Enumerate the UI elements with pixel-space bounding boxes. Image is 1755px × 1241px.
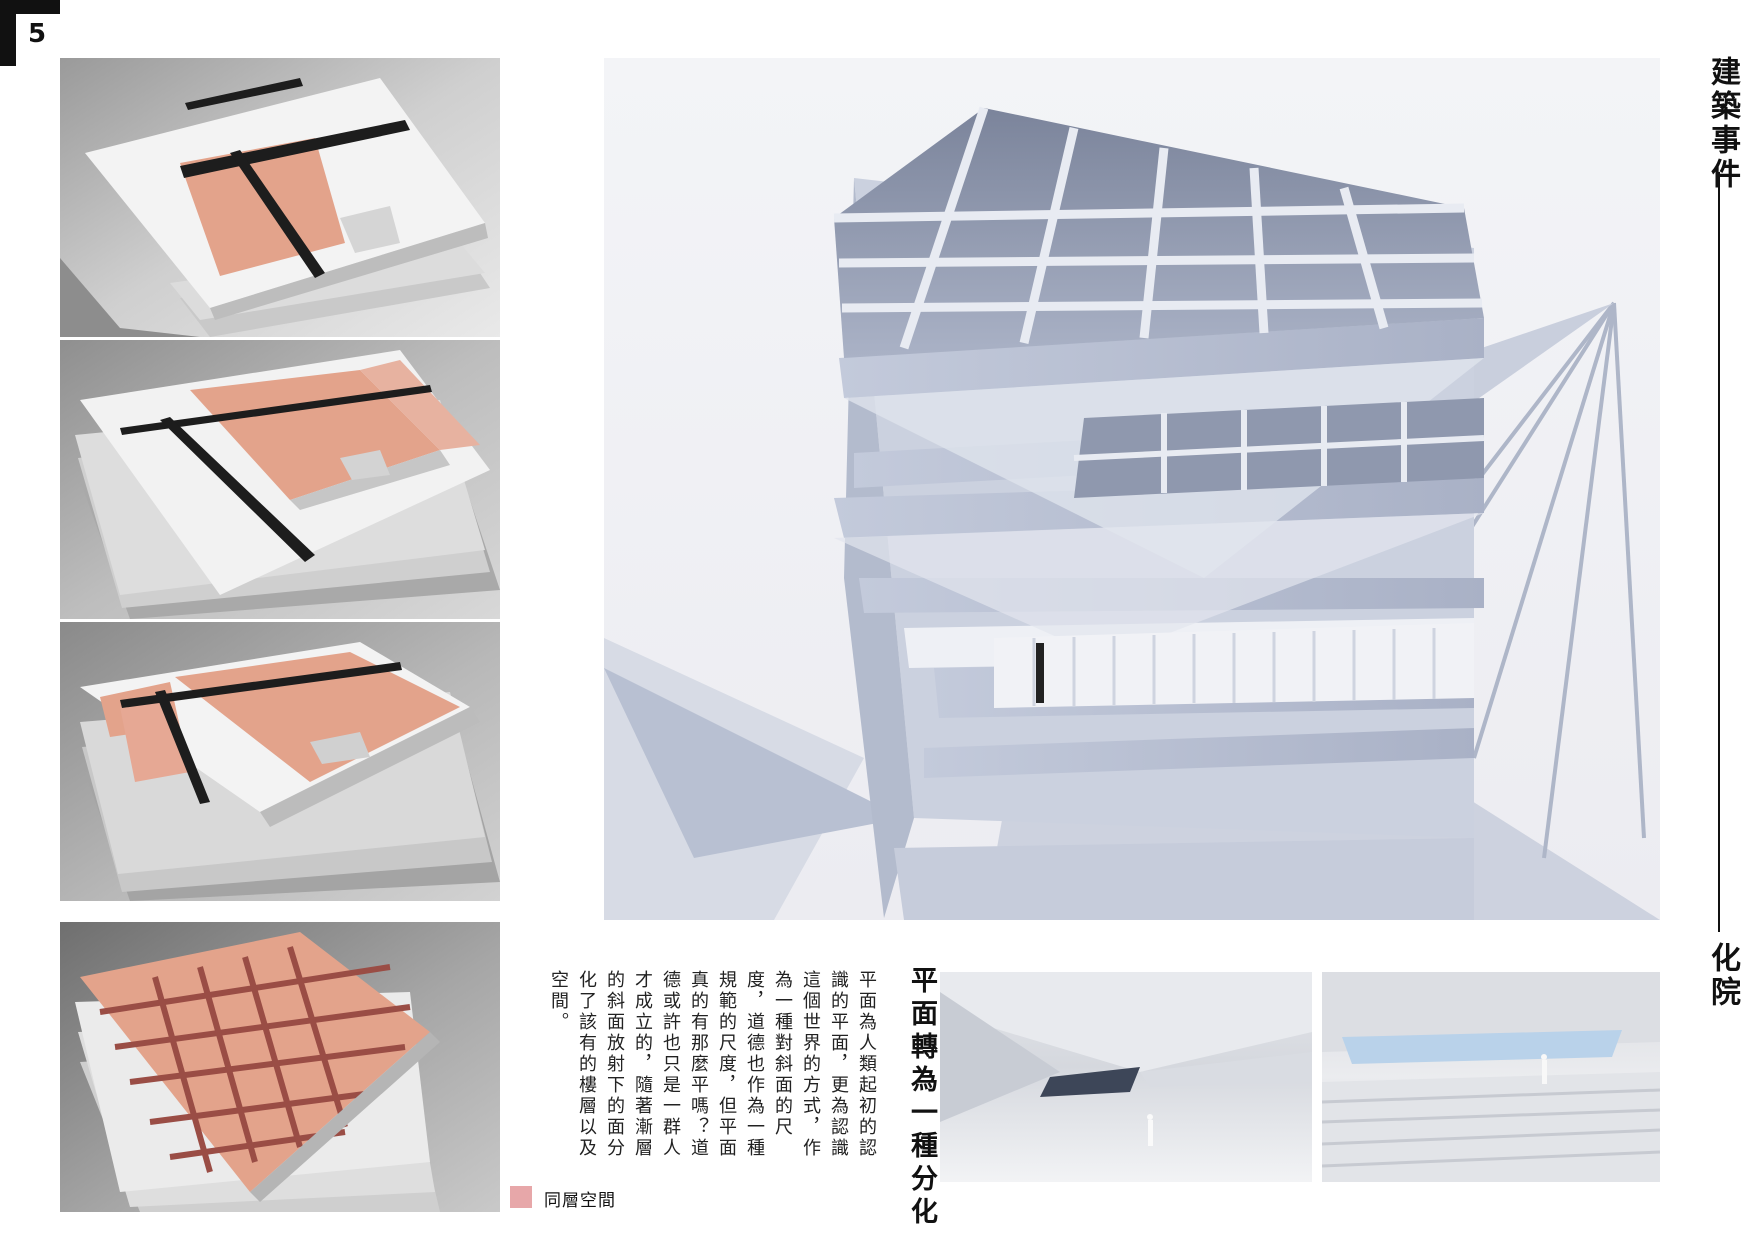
model-image-level-4 [60,922,500,1212]
series-title: 建築事件 [1705,56,1740,192]
tower-render-image [604,58,1660,920]
model-image-level-1 [60,58,500,337]
interior-render-1 [940,972,1312,1182]
model-image-level-3 [60,622,500,901]
corner-mark [0,0,16,66]
corner-mark-top [0,0,60,14]
title-divider [1718,172,1720,932]
page-number: 5 [28,19,47,49]
legend-swatch [510,1186,532,1208]
legend-label: 同層空間 [544,1191,616,1211]
section-body: 平面為人類起初的認識的平面，更為認識這個世界的方式，作為一種對斜面的尺度，道德也… [548,970,877,1159]
interior-render-2 [1322,972,1660,1182]
section-heading: 平面轉為一種分化 [906,966,937,1230]
project-title: 斜相建築 少年感化院 [1705,942,1755,1219]
model-image-level-2 [60,340,500,619]
